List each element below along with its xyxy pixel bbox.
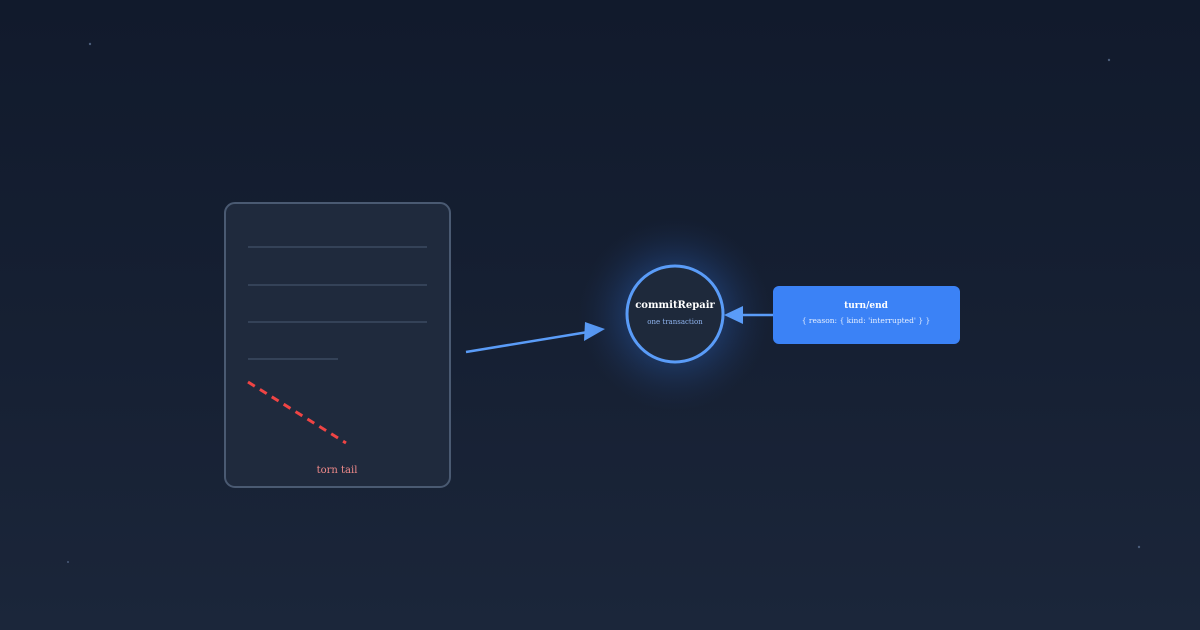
star: [1107, 58, 1111, 62]
log-document: torn tail: [224, 202, 451, 488]
event-payload: { reason: { kind: 'interrupted' } }: [802, 316, 931, 325]
document-card: [224, 202, 451, 488]
star: [1137, 545, 1141, 549]
event-title: turn/end: [844, 301, 889, 311]
arrow-shaft: [465, 330, 589, 354]
commit-subtitle: one transaction: [647, 318, 703, 326]
arrow-head-icon: [724, 306, 743, 324]
commit-repair-node: commitRepair one transaction: [579, 218, 771, 410]
star: [67, 561, 69, 563]
turn-end-event: turn/end { reason: { kind: 'interrupted'…: [773, 286, 960, 344]
torn-tail-label: torn tail: [317, 465, 358, 476]
commit-circle: [625, 264, 725, 364]
commit-title: commitRepair: [635, 300, 715, 311]
star: [88, 42, 92, 46]
event-box: [773, 286, 960, 344]
arrow-event-to-commit: [724, 306, 773, 324]
torn-tail-mark: [247, 380, 347, 445]
background-stars: [67, 42, 1141, 563]
